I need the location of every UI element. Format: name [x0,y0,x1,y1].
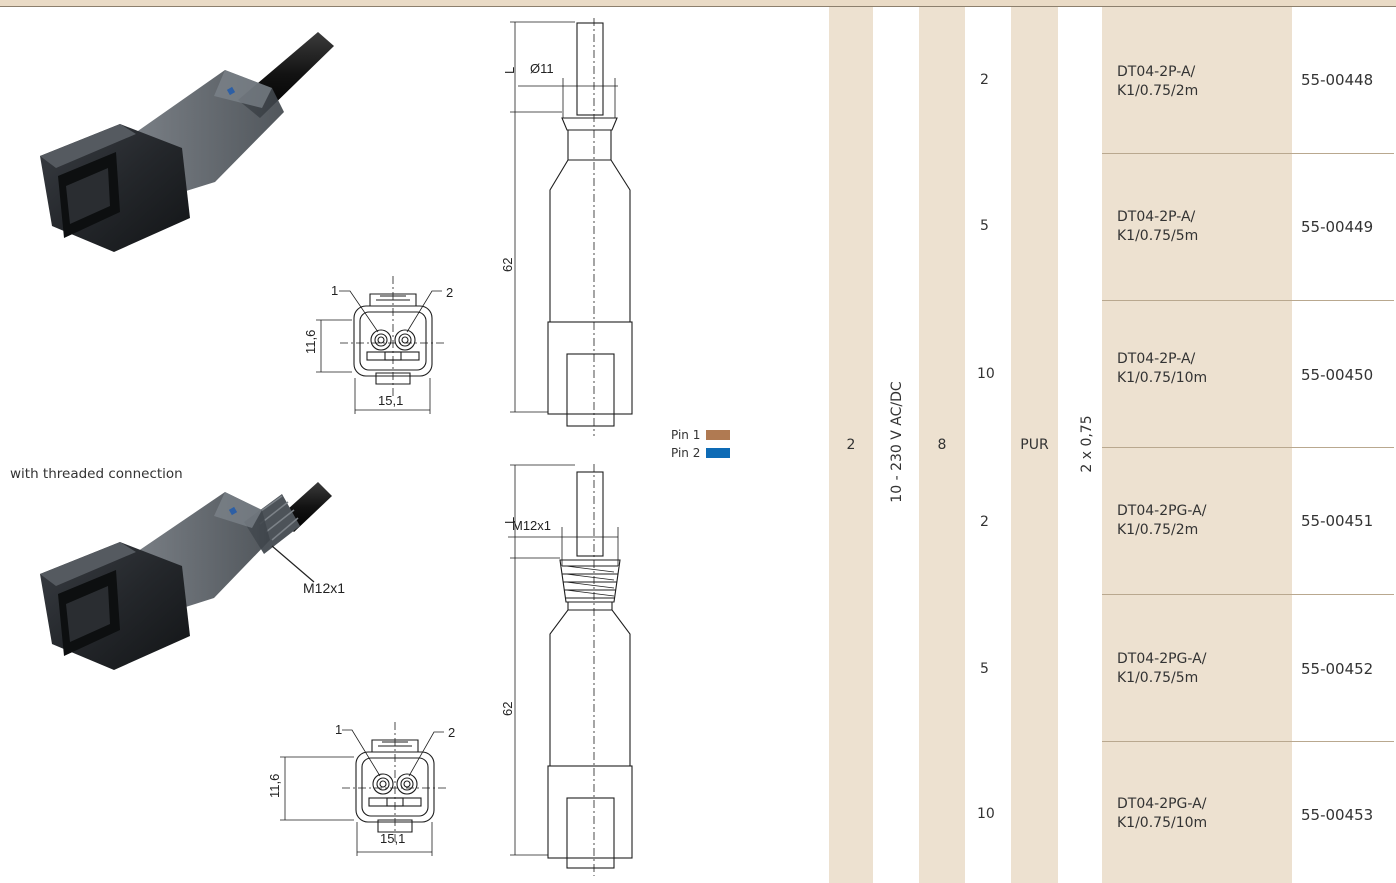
description-cell: DT04-2PG-A/K1/0.75/10m [1117,795,1207,833]
col-8-band [919,7,965,883]
legend-pin2-label: Pin 2 [671,446,701,460]
description-line-2: K1/0.75/2m [1117,522,1199,538]
description-line-2: K1/0.75/10m [1117,815,1208,831]
length-L-label-2: L [502,517,517,524]
row-separator [1102,447,1394,448]
length-cell: 2 [980,72,989,88]
article-number-cell: 55-00449 [1301,218,1374,236]
width-dimension-2: 15,1 [380,831,405,846]
description-cell: DT04-2P-A/K1/0.75/2m [1117,63,1198,101]
article-number-cell: 55-00453 [1301,806,1374,824]
description-line-1: DT04-2PG-A/ [1117,651,1207,667]
description-line-2: K1/0.75/5m [1117,228,1199,244]
pin1-color-swatch [706,430,731,440]
article-number-cell: 55-00450 [1301,366,1374,384]
threaded-connection-caption: with threaded connection [10,466,183,482]
height-dimension-2: 11,6 [267,774,282,798]
col-8-cell: 8 [937,437,947,453]
connector-image-straight [40,32,334,252]
connector-image-threaded [40,482,332,670]
cross-section-cell: 2 x 0,75 [1079,415,1095,473]
body-length-label-1: 62 [500,258,515,272]
voltage-cell: 10 - 230 V AC/DC [889,381,905,503]
description-line-2: K1/0.75/5m [1117,670,1199,686]
description-cell: DT04-2PG-A/K1/0.75/5m [1117,650,1206,688]
length-cell: 5 [980,661,989,677]
pin2-color-swatch [706,448,731,458]
pins-cell: 2 [846,437,856,453]
legend-pin1-label: Pin 1 [671,428,701,442]
article-number-cell: 55-00448 [1301,71,1374,89]
technical-drawings: M12x1 1 2 11,6 15,1 [40,18,633,876]
description-column-band [1102,7,1292,883]
description-line-1: DT04-2P-A/ [1117,64,1196,80]
legend-pin1: Pin 1 [671,428,731,442]
row-separator [1102,594,1394,595]
pin1-label-1: 1 [331,283,338,298]
material-cell: PUR [1020,437,1049,453]
pin1-label-2: 1 [335,722,342,737]
length-cell: 2 [980,514,989,530]
description-line-1: DT04-2PG-A/ [1117,796,1207,812]
pins-column-band [829,7,873,883]
pin2-label-1: 2 [446,285,453,300]
thread-leader-line [271,545,315,583]
article-number-cell: 55-00451 [1301,512,1374,530]
row-separator [1102,741,1394,742]
description-cell: DT04-2P-A/K1/0.75/5m [1117,208,1198,246]
diameter-label: Ø11 [530,61,554,76]
side-view-drawing-2 [508,464,633,876]
legend-pin2: Pin 2 [671,446,731,460]
side-view-drawing-1 [510,18,633,436]
height-dimension-1: 11,6 [303,330,318,354]
description-cell: DT04-2P-A/K1/0.75/10m [1117,350,1207,388]
description-line-1: DT04-2PG-A/ [1117,503,1207,519]
length-cell: 10 [977,366,995,382]
description-line-2: K1/0.75/10m [1117,370,1208,386]
description-cell: DT04-2PG-A/K1/0.75/2m [1117,502,1206,540]
description-line-2: K1/0.75/2m [1117,83,1199,99]
length-cell: 5 [980,218,989,234]
top-bar [0,0,1396,7]
material-column-band [1011,7,1058,883]
description-line-1: DT04-2P-A/ [1117,209,1196,225]
article-number-cell: 55-00452 [1301,660,1374,678]
description-line-1: DT04-2P-A/ [1117,351,1196,367]
front-view-drawing-2 [280,722,448,856]
thread-dimension-label: M12x1 [512,518,551,533]
thread-callout-label: M12x1 [303,580,345,596]
row-separator [1102,153,1394,154]
row-separator [1102,300,1394,301]
width-dimension-1: 15,1 [378,393,403,408]
length-L-label-1: L [502,67,517,74]
pin2-label-2: 2 [448,725,455,740]
front-view-drawing-1 [316,276,446,414]
length-cell: 10 [977,806,995,822]
body-length-label-2: 62 [500,702,515,716]
